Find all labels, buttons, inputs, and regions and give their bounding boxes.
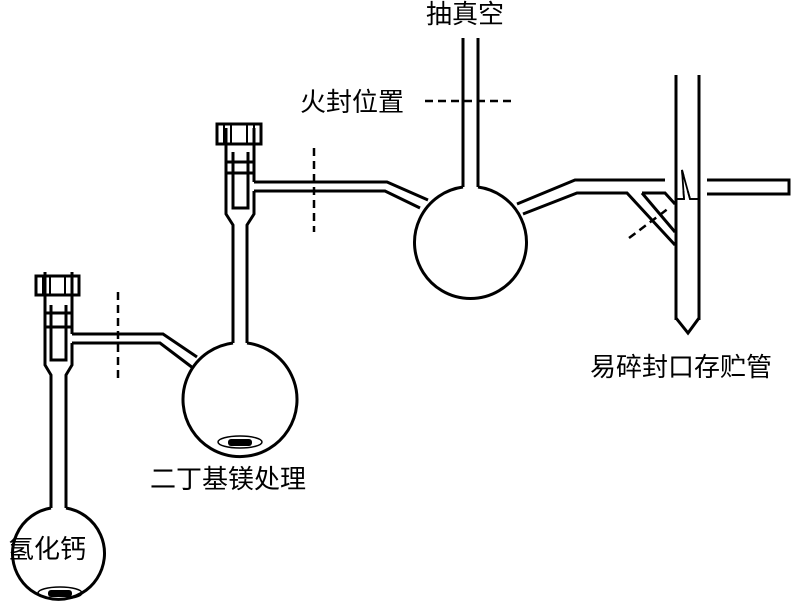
dibutylmagnesium-flask xyxy=(181,128,299,458)
manifold-flask xyxy=(413,38,528,300)
seal-mark-ampoule xyxy=(628,207,670,239)
calcium-hydride-label: 氢化钙 xyxy=(8,535,87,565)
stopper-middle xyxy=(215,122,263,210)
flame-seal-label: 火封位置 xyxy=(300,88,405,118)
dibutylmagnesium-label: 二丁基镁处理 xyxy=(150,465,307,495)
stir-bar-icon xyxy=(48,590,72,597)
calcium-hydride-flask xyxy=(11,272,106,601)
side-arm-left xyxy=(72,332,198,370)
stopper-left xyxy=(34,274,81,362)
side-arm-middle xyxy=(254,180,429,210)
stir-bar-icon xyxy=(228,439,252,446)
side-arm-right xyxy=(516,178,677,247)
breakable-seal-ampoule xyxy=(670,75,791,336)
vacuum-label: 抽真空 xyxy=(426,0,505,30)
ampoule-label: 易碎封口存贮管 xyxy=(590,353,773,383)
